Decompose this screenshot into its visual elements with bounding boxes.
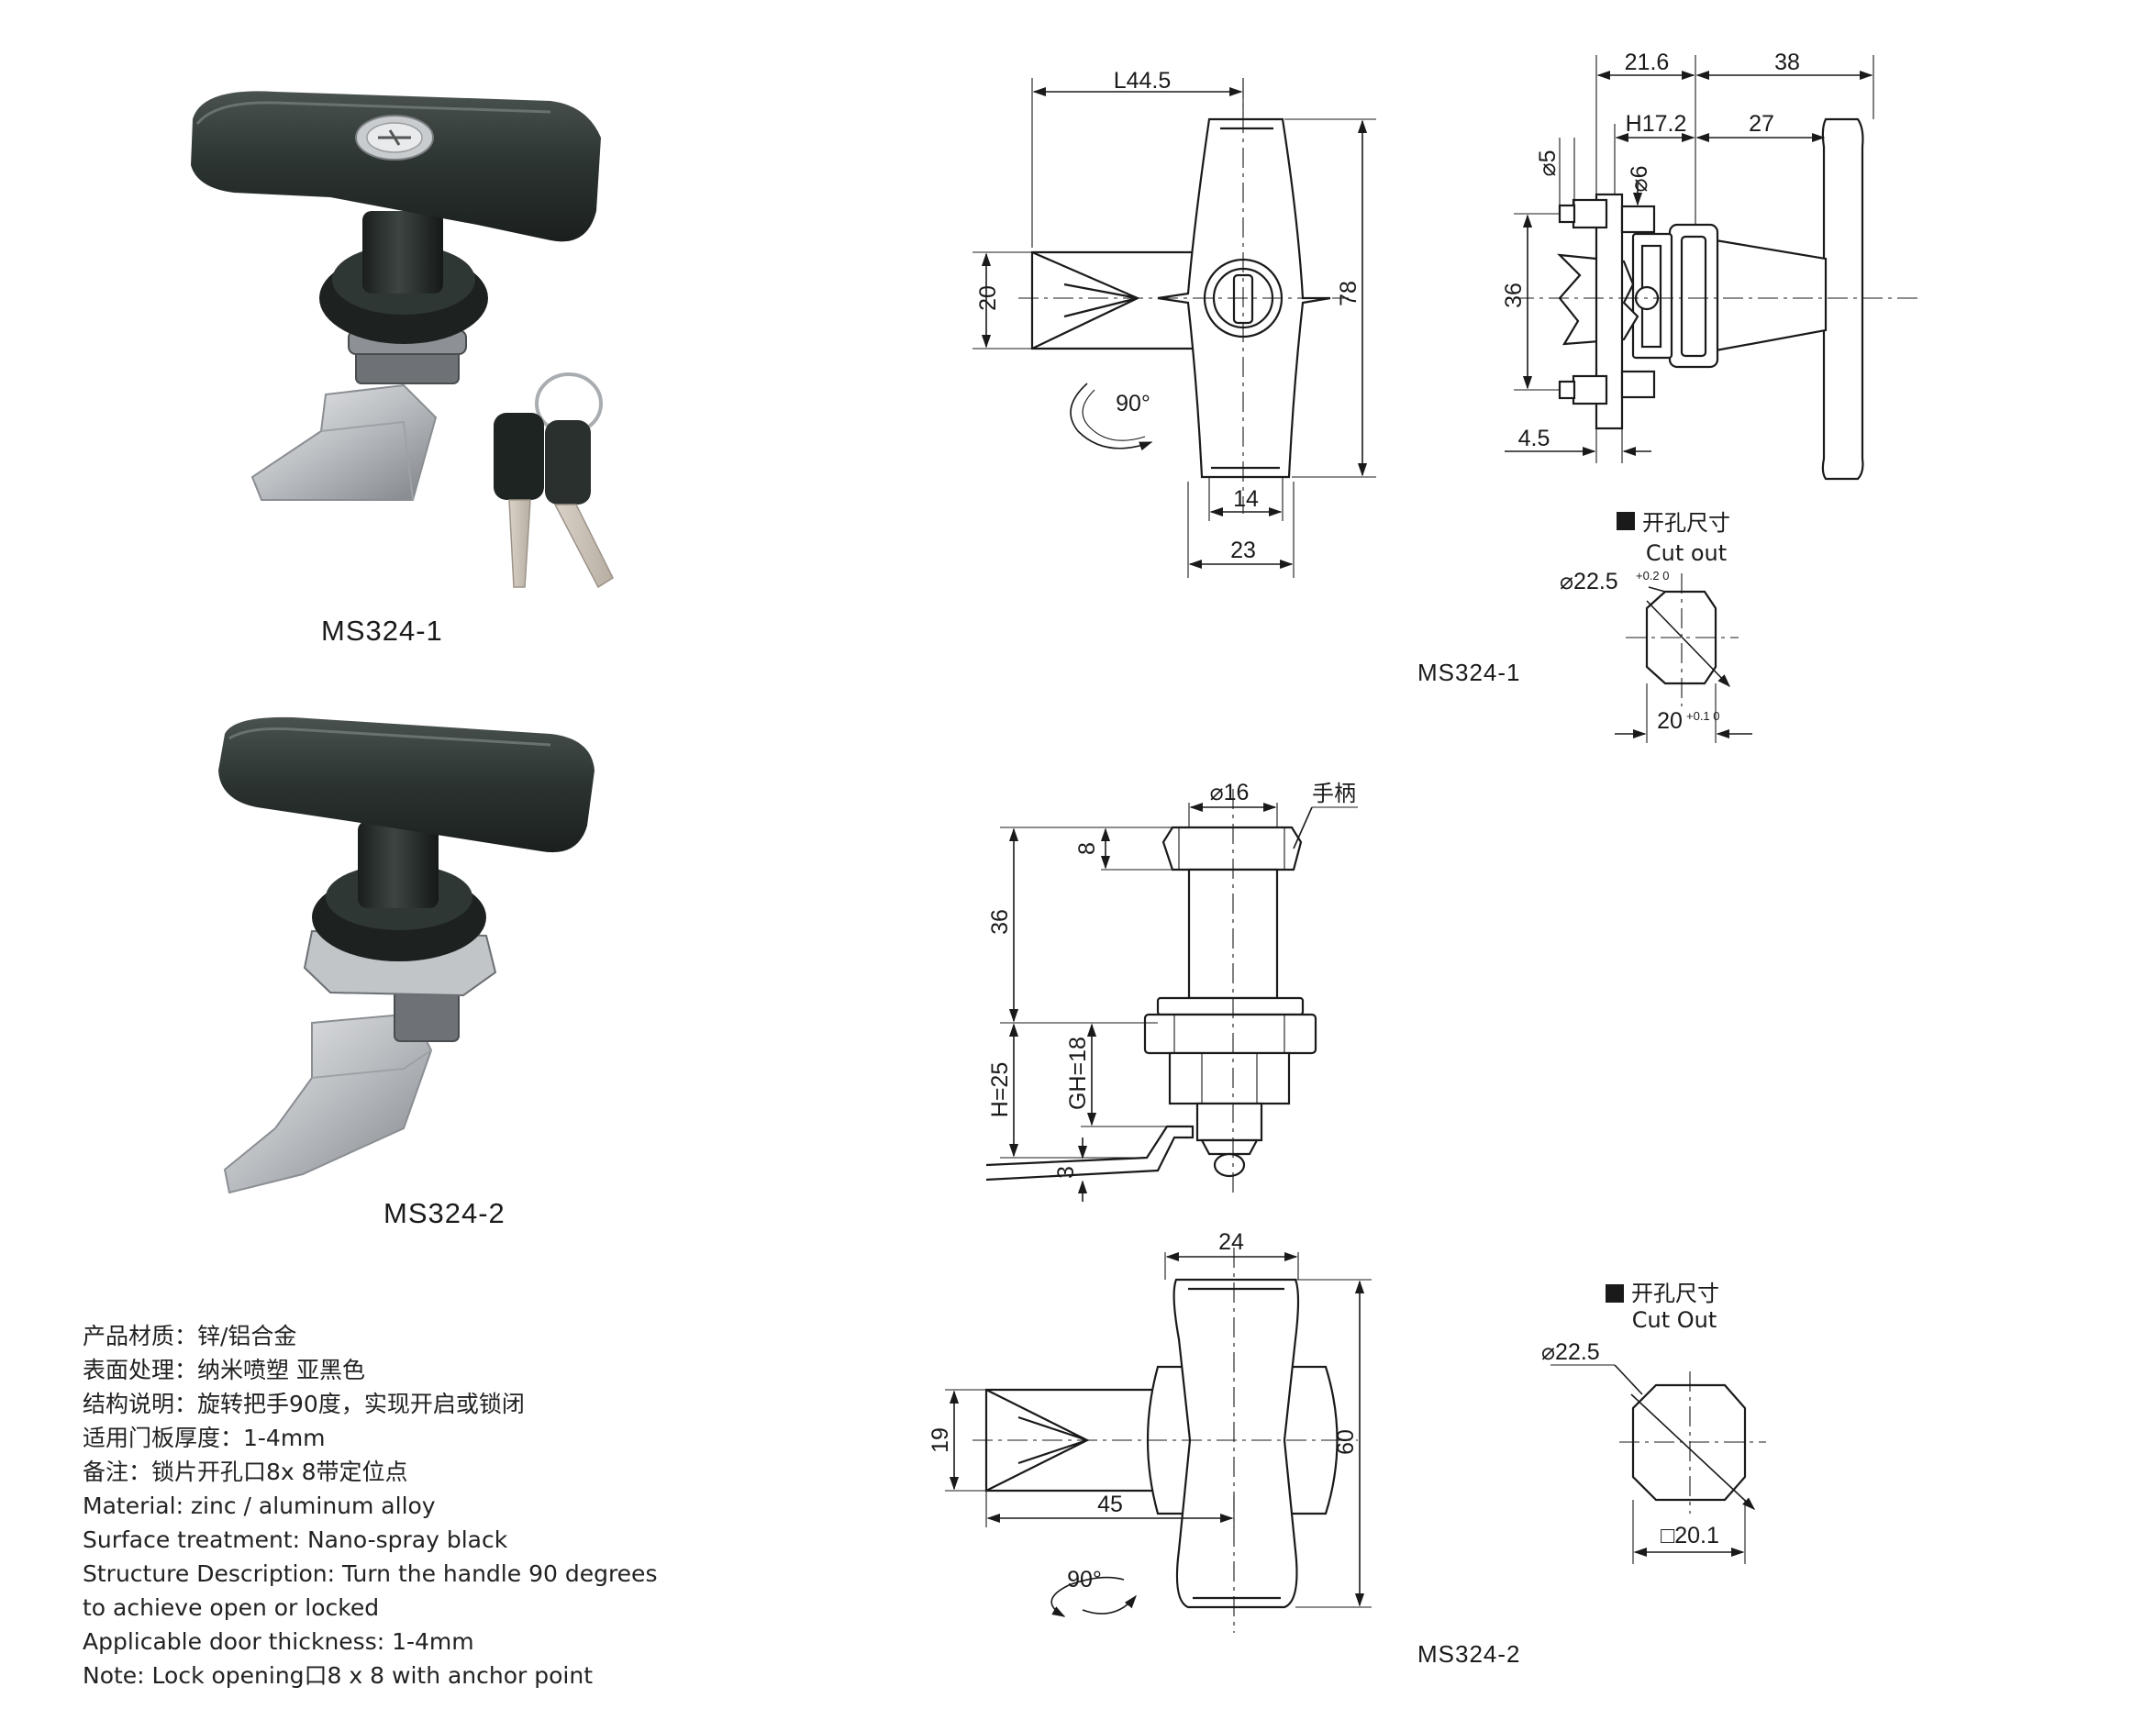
dim2-rotation: 90° bbox=[1067, 1567, 1102, 1592]
cutout-flat-tol: +0.1 0 bbox=[1686, 709, 1720, 723]
dim2-height: 60 bbox=[1333, 1429, 1359, 1455]
drawing-ms324-1-side: 21.6 38 H17.2 27 ⌀5 ⌀6 36 4.5 bbox=[1501, 50, 1922, 481]
dim-rotation: 90° bbox=[1116, 391, 1150, 416]
drawing-model-ms324-1: MS324-1 bbox=[1417, 659, 1521, 686]
dim-h: H17.2 bbox=[1626, 111, 1687, 137]
spec-line: Surface treatment: Nano-spray black bbox=[83, 1526, 508, 1553]
dim2-head: 24 bbox=[1218, 1229, 1244, 1255]
dim-mid: 27 bbox=[1749, 111, 1774, 137]
cutout-ms324-1: 开孔尺寸 Cut out ⌀22.5 +0.2 0 20 +0.1 0 MS32… bbox=[1417, 510, 1752, 743]
spec-line: Note: Lock opening口8 x 8 with anchor poi… bbox=[83, 1662, 593, 1689]
dim-neck: 14 bbox=[1233, 486, 1259, 512]
spec-line: 备注：锁片开孔口8x 8带定位点 bbox=[83, 1459, 408, 1485]
section-cam: 3 bbox=[1053, 1166, 1079, 1179]
spec-line: 适用门板厚度：1-4mm bbox=[83, 1425, 326, 1451]
dim-d5: ⌀5 bbox=[1535, 150, 1561, 177]
dim-cam-width: 20 bbox=[975, 285, 1001, 311]
drawing-ms324-1-front: L44.5 78 20 90° 14 23 bbox=[972, 68, 1376, 578]
cutout-flat: 20 bbox=[1657, 708, 1683, 734]
dim-base: 4.5 bbox=[1518, 426, 1550, 451]
dim2-cam-width: 19 bbox=[928, 1427, 953, 1453]
section-h: H=25 bbox=[987, 1062, 1013, 1117]
cutout-title-cn: 开孔尺寸 bbox=[1642, 510, 1730, 536]
dim-length: L44.5 bbox=[1114, 68, 1172, 94]
cutout-diameter-tol: +0.2 0 bbox=[1636, 569, 1670, 583]
section-shaft: 36 bbox=[987, 909, 1013, 935]
cutout2-title-en: Cut Out bbox=[1632, 1307, 1717, 1333]
section-diameter: ⌀16 bbox=[1210, 780, 1250, 805]
spec-line: 表面处理：纳米喷塑 亚黑色 bbox=[83, 1357, 365, 1383]
product-photo-ms324-2 bbox=[218, 716, 595, 1194]
model-label-ms324-2: MS324-2 bbox=[383, 1197, 506, 1229]
keys-photo bbox=[494, 372, 614, 589]
drawing-model-ms324-2: MS324-2 bbox=[1417, 1640, 1521, 1668]
product-photo-ms324-1 bbox=[191, 91, 601, 501]
dim-top-b: 38 bbox=[1774, 50, 1800, 75]
dim-top-a: 21.6 bbox=[1625, 50, 1670, 75]
section-top: 8 bbox=[1074, 842, 1100, 855]
spec-line: Structure Description: Turn the handle 9… bbox=[83, 1560, 657, 1587]
spec-line: Applicable door thickness: 1-4mm bbox=[83, 1628, 474, 1655]
cutout-ms324-2: 开孔尺寸 Cut Out ⌀22.5 □20.1 bbox=[1541, 1281, 1766, 1564]
spec-line: to achieve open or locked bbox=[83, 1594, 379, 1621]
section-handle-label: 手柄 bbox=[1312, 781, 1356, 806]
dim-height: 78 bbox=[1336, 281, 1361, 306]
cutout-title-en: Cut out bbox=[1646, 540, 1727, 566]
drawing-ms324-2-front: 24 60 19 45 90° MS324-2 bbox=[928, 1229, 1521, 1668]
cutout2-flat: □20.1 bbox=[1661, 1523, 1719, 1548]
spec-line: 产品材质：锌/铝合金 bbox=[83, 1323, 296, 1349]
spec-line: 结构说明：旋转把手90度，实现开启或锁闭 bbox=[83, 1391, 525, 1417]
dim2-length: 45 bbox=[1097, 1492, 1123, 1517]
cutout2-diameter: ⌀22.5 bbox=[1541, 1339, 1600, 1365]
dim-center: 36 bbox=[1501, 283, 1527, 308]
dim-head: 23 bbox=[1230, 538, 1256, 563]
model-label-ms324-1: MS324-1 bbox=[321, 615, 443, 647]
dim-d6: ⌀6 bbox=[1627, 166, 1652, 193]
cutout2-title-cn: 开孔尺寸 bbox=[1631, 1281, 1719, 1306]
drawing-side-section: ⌀16 手柄 8 36 H=25 GH=18 3 bbox=[985, 780, 1358, 1202]
section-gh: GH=18 bbox=[1065, 1037, 1091, 1110]
spec-line: Material: zinc / aluminum alloy bbox=[83, 1493, 436, 1519]
spec-list: 产品材质：锌/铝合金 表面处理：纳米喷塑 亚黑色 结构说明：旋转把手90度，实现… bbox=[83, 1323, 657, 1689]
cutout-diameter: ⌀22.5 bbox=[1560, 569, 1618, 594]
